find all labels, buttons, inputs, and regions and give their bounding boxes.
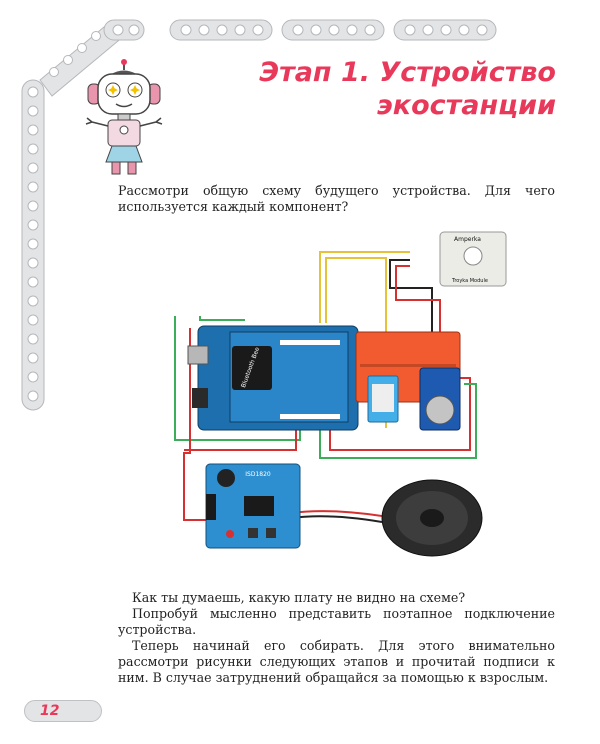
title-line-1: Этап 1. Устройство <box>259 57 556 88</box>
page-number: 12 <box>40 703 60 719</box>
robot-mascot-illustration <box>85 59 163 175</box>
page-title: Этап 1. Устройство экостанции <box>196 56 556 122</box>
intro-paragraph: Рассмотри общую схему будущего устройств… <box>118 183 555 214</box>
title-line-2: экостанции <box>376 90 556 121</box>
paragraph-imagine: Попробуй мысленно представить поэтапное … <box>118 606 555 637</box>
paragraph-question: Как ты думаешь, какую плату не видно на … <box>132 590 466 605</box>
module-brand-label: Amperka <box>454 236 481 243</box>
body-text: Как ты думаешь, какую плату не видно на … <box>118 590 555 686</box>
module-name-label: Troyka Module <box>451 278 488 284</box>
wiring-schematic: Bluetooth Bee Amperka Troyka Module ISD1… <box>174 231 507 557</box>
page-number-pill <box>24 700 102 722</box>
paragraph-instructions: Теперь начинай его собирать. Для этого в… <box>118 638 555 685</box>
voice-chip-label: ISD1820 <box>245 471 271 478</box>
